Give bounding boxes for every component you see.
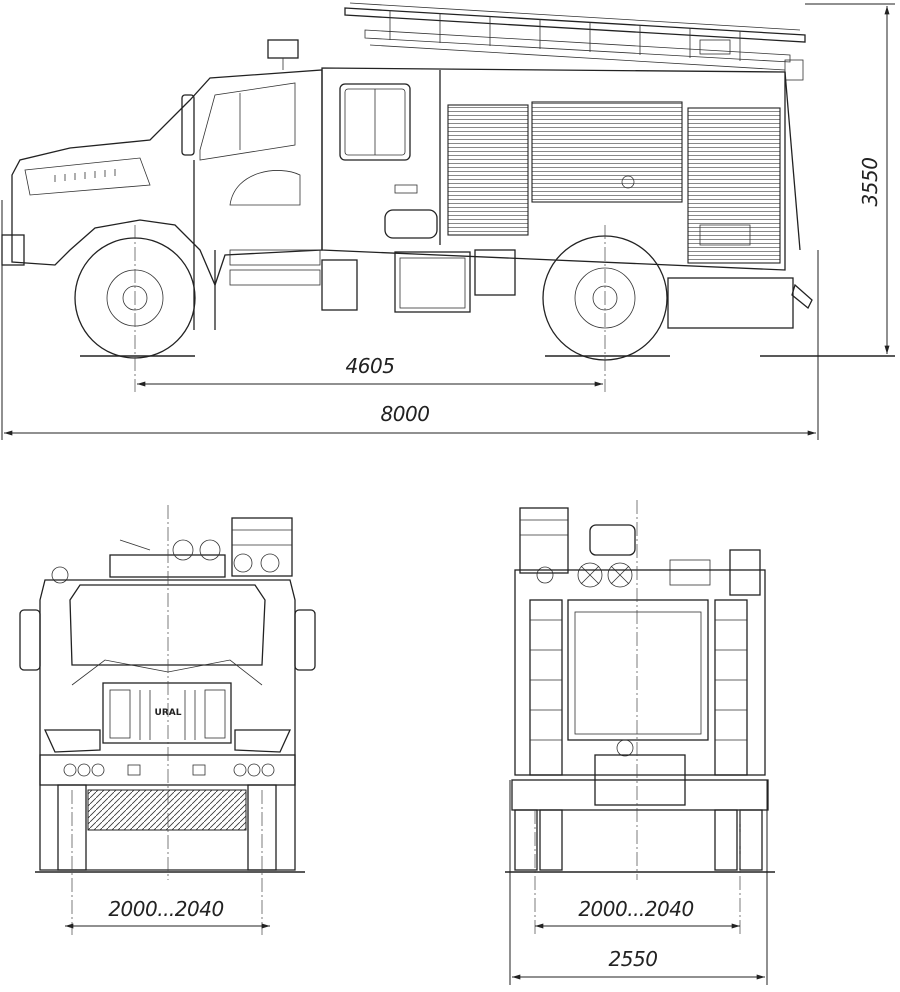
dimension-overall-height: 3550 [805, 3, 895, 354]
right-rear-tire [714, 809, 738, 871]
dimension-overall-length: 8000 [1, 200, 819, 440]
dimension-wheelbase: 4605 [136, 354, 604, 387]
pump-outlet [616, 739, 634, 757]
rear-track-label: 2000...2040 [578, 897, 693, 921]
right-mirror [294, 609, 316, 671]
headlights [63, 763, 275, 777]
side-grille-slots [54, 169, 116, 182]
roof-equipment [51, 517, 293, 584]
right-rear-ladder [714, 599, 748, 776]
dimension-overall-width: 2550 [511, 947, 766, 980]
overall-width-label: 2550 [609, 947, 658, 971]
windshield [69, 584, 266, 666]
left-rear-tire [514, 809, 538, 871]
rear-shutter-door [567, 599, 709, 741]
left-mirror [19, 609, 41, 671]
roof-ladder [344, 2, 806, 81]
wheelbase-label: 4605 [346, 354, 395, 378]
rear-bumper [511, 779, 769, 811]
cab [1, 39, 323, 330]
grille [102, 682, 232, 744]
lower-compartments [321, 249, 813, 329]
axle [87, 789, 247, 831]
dimension-front-track: 2000...2040 [65, 897, 270, 929]
dimension-rear-track: 2000...2040 [534, 897, 741, 929]
equipment-body [321, 67, 801, 271]
front-view: URAL 2000...2040 [19, 505, 316, 935]
left-rear-ladder [529, 599, 563, 776]
side-view: 4605 8000 3550 [1, 2, 895, 440]
front-track-label: 2000...2040 [108, 897, 223, 921]
bumper [39, 754, 296, 786]
rear-view: 2000...2040 2550 [505, 500, 775, 985]
overall-height-label: 3550 [858, 158, 882, 207]
rear-body [514, 569, 766, 776]
overall-length-label: 8000 [381, 402, 430, 426]
rear-roof-equipment [519, 507, 761, 596]
cab-outline [39, 579, 296, 871]
